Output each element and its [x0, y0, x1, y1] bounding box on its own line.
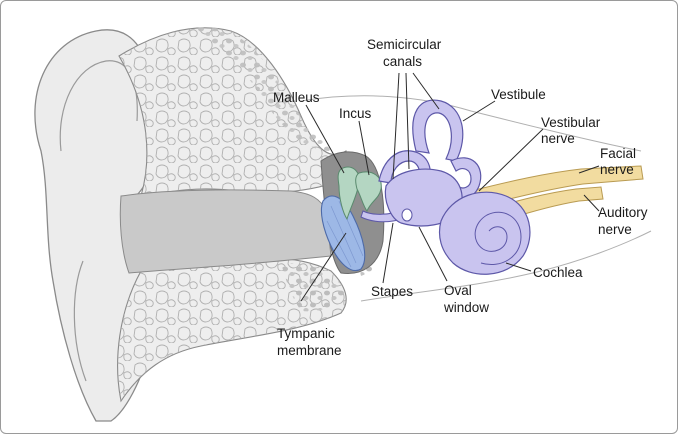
label-auditory-nerve-line2: nerve [598, 222, 632, 237]
label-semicircular-canals-line1: Semicircular [367, 37, 442, 52]
inner-ear-labyrinth [378, 99, 531, 275]
leader-lines [300, 72, 600, 302]
label-tympanic-membrane-line2: membrane [277, 343, 342, 358]
label-vestibule: Vestibule [491, 87, 546, 102]
label-facial-nerve-line2: nerve [600, 162, 634, 177]
label-semicircular-canals-line2: canals [383, 54, 422, 69]
semicircular-canal-superior [412, 99, 464, 162]
label-tympanic-membrane-line1: Tympanic [277, 326, 335, 341]
label-vestibular-nerve-line1: Vestibular [541, 115, 601, 130]
label-oval-window-line2: window [443, 300, 489, 315]
ear-canal [119, 189, 332, 274]
skull-outline [300, 95, 642, 152]
skull-outline-lower [360, 230, 652, 302]
label-cochlea: Cochlea [533, 265, 583, 280]
label-incus: Incus [339, 106, 372, 121]
temporal-bone-upper [118, 27, 352, 197]
label-vestibular-nerve-line2: nerve [541, 131, 575, 146]
label-oval-window-line1: Oval [444, 283, 472, 298]
oval-window-ring [401, 208, 413, 222]
label-stapes: Stapes [371, 284, 413, 299]
cochlea-body [438, 191, 531, 275]
labels: Semicircular canals Malleus Incus Vestib… [273, 37, 648, 358]
label-auditory-nerve-line1: Auditory [598, 205, 648, 220]
label-malleus: Malleus [273, 90, 320, 105]
label-facial-nerve-line1: Facial [600, 146, 636, 161]
